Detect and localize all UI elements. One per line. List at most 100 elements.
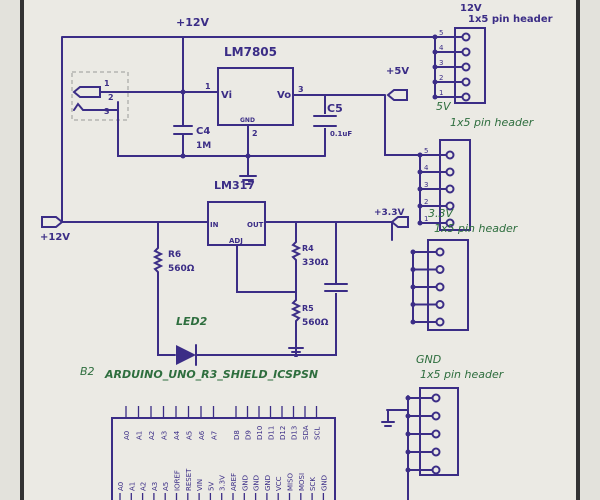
header-12v-pin	[461, 77, 471, 87]
jack-pin1: 1	[104, 79, 110, 88]
header-3v3-pin	[435, 300, 445, 309]
header-12v-junction	[432, 49, 438, 55]
header-gnd-pin	[431, 411, 441, 421]
jack-pin3: 3	[104, 107, 110, 116]
power-rail-12v: +12V	[61, 16, 436, 223]
arduino-bottom-pin-label: 5V	[207, 482, 215, 491]
r6-label: R6	[168, 250, 181, 260]
header-12v-pin	[461, 62, 471, 72]
arduino-bottom-pin-label: MISO	[287, 472, 295, 491]
arduino-top-pin-label: D9	[245, 430, 253, 440]
header-5v-junction	[417, 186, 423, 192]
header-5v-junction	[417, 203, 423, 209]
arduino-bottom-pin-label: SCK	[309, 477, 317, 491]
header-3v3-pin	[435, 265, 445, 274]
header-5v-pin-number: 5	[424, 147, 428, 155]
capacitor-adj	[324, 283, 348, 293]
header-3v3-pin	[435, 247, 445, 257]
net-5v: +5V	[292, 66, 421, 157]
header-3v3-junction	[410, 302, 416, 307]
lm7805-pin3: 3	[298, 85, 304, 94]
capacitor-c5: C5 0.1uF	[313, 102, 352, 138]
label-12v-top: +12V	[176, 16, 210, 29]
led2-label: LED2	[176, 315, 208, 328]
header-5v-pin-number: 4	[424, 164, 429, 172]
header-12v-pin	[461, 47, 471, 57]
header-gnd-junction	[405, 467, 411, 473]
arduino-top-pin-label: A5	[186, 431, 194, 440]
header-12v-pin	[461, 32, 471, 42]
capacitor-c4: C4 1M	[173, 125, 211, 151]
arduino-bottom-pin-label: MOSI	[298, 473, 306, 491]
lm317-label: LM317	[214, 179, 255, 192]
dc-jack: 1 2 3	[71, 71, 326, 157]
jack-pin2: 2	[108, 93, 114, 102]
header-5v-pin	[445, 184, 455, 194]
header-3v3-pins	[410, 247, 445, 327]
arduino-top-pin-label: SDA	[302, 425, 310, 440]
lm7805-gnd: GND	[240, 117, 255, 124]
label-3v3: +3.3V	[374, 208, 404, 218]
header-gnd-junction	[405, 413, 411, 419]
header-3v3-junction	[410, 267, 416, 272]
header-5v-junction	[417, 169, 423, 175]
header-3v3-junction	[410, 249, 416, 255]
header-5v-pin	[445, 167, 455, 177]
r4-label: R4	[302, 244, 314, 253]
arduino-bottom-pin-label: GND	[264, 475, 272, 491]
header-12v-junction	[432, 94, 438, 100]
arduino-top-pin-label: A2	[148, 431, 156, 440]
header-gnd-junction	[405, 431, 411, 437]
r5-label: R5	[302, 304, 314, 313]
arduino-bottom-pin-label: RESET	[185, 468, 193, 491]
header-gnd-junction	[405, 449, 411, 455]
c4-value: 1M	[196, 141, 211, 151]
arduino-bottom-pin-label: A3	[151, 482, 159, 491]
paper-sheet	[22, 0, 578, 500]
label-12v-input: +12V	[40, 232, 70, 243]
header-gnd-label: 1x5 pin header	[420, 368, 505, 381]
arduino-bottom-pin-label: GND	[241, 475, 249, 491]
arduino-bottom-pin-label: 3.3V	[219, 475, 227, 491]
arduino-bottom-pin-label: IOREF	[174, 470, 182, 491]
header-12v-label: 1x5 pin header	[468, 14, 553, 25]
arduino-bottom-pin-label: GND	[253, 475, 261, 491]
ground-icon	[239, 124, 257, 185]
header-3v3-junction	[410, 284, 416, 290]
lm7805-pin2: 2	[252, 129, 258, 138]
led-diode-icon	[176, 345, 196, 365]
arduino-bottom-pin-label: A2	[140, 482, 148, 491]
lm317-in: IN	[210, 221, 219, 229]
arduino-top-pin-label: D10	[256, 426, 264, 440]
header-gnd-pin	[431, 447, 441, 457]
header-12v-pin-number: 2	[439, 74, 443, 82]
header-gnd-pin	[431, 393, 441, 403]
header-5v-title: 5V	[436, 100, 452, 113]
header-12v-junction	[432, 34, 438, 40]
header-gnd-pins	[405, 393, 441, 475]
c5-label: C5	[327, 102, 343, 115]
arduino-top-pin-label: A4	[173, 430, 181, 440]
lm7805-label: LM7805	[224, 45, 277, 59]
c4-label: C4	[196, 126, 210, 137]
header-3v3-label: 1x5 pin header	[434, 222, 519, 235]
c5-value: 0.1uF	[330, 130, 352, 138]
arduino-bottom-pin-label: AREF	[230, 473, 238, 491]
header-5v-junction	[417, 152, 423, 158]
header-3v3-junction	[410, 319, 416, 325]
header-5v-pin-number: 3	[424, 181, 428, 189]
header-gnd-pin	[431, 465, 441, 475]
arduino-top-pin-label: D12	[279, 426, 287, 440]
arduino-top-pin-label: SCL	[314, 427, 322, 440]
arduino-bottom-pin-label: A1	[128, 482, 136, 491]
header-5v: 5V 1x5 pin header	[419, 100, 535, 231]
led2: LED2	[176, 221, 337, 366]
header-12v-pin-number: 3	[439, 59, 443, 67]
arduino-top-pin-label: A1	[136, 431, 144, 440]
arduino-shield: B2 ARDUINO_UNO_R3_SHIELD_ICSPSN	[80, 365, 336, 500]
lm7805-vi: Vi	[221, 90, 232, 101]
